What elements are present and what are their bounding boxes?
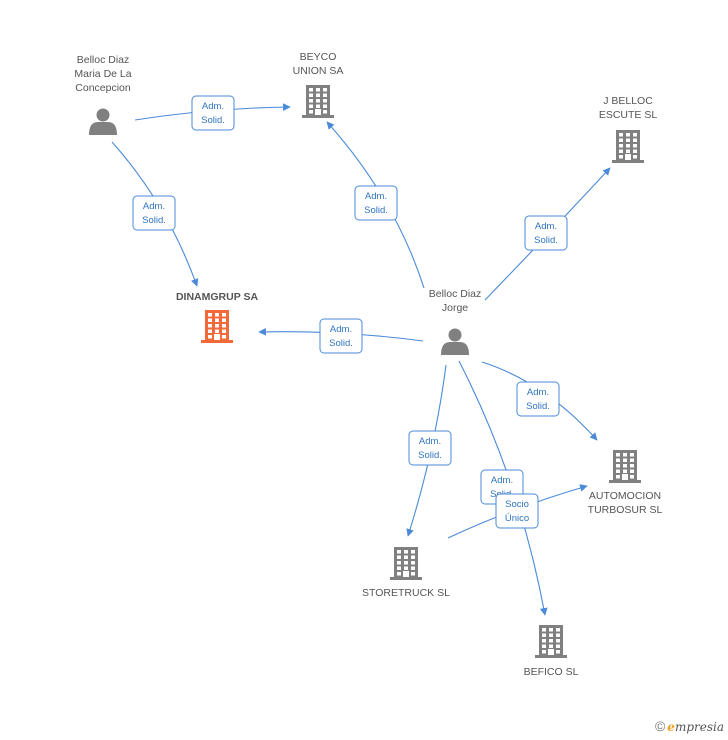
edge-label-box [495,493,539,529]
edge-label-line: Adm. [365,191,387,202]
node-label-line: Belloc Diaz [77,54,130,66]
node-label-line: BEYCO [300,51,337,63]
node-label-line: UNION SA [293,65,344,77]
node-automocion[interactable]: AUTOMOCION TURBOSUR SL [588,450,663,516]
edge-label-belloc-jorge-to-storetruck[interactable]: Adm. Solid. [408,430,452,466]
node-label-line: Jorge [442,302,468,314]
node-dinamgrup[interactable]: DINAMGRUP SA [176,291,258,343]
edge-label-line: Socio [505,499,529,510]
building-icon [612,130,644,163]
node-label-line: Concepcion [75,82,131,94]
building-icon [609,450,641,483]
edge-label-line: Solid. [534,235,558,246]
edge-label-box [191,95,235,131]
edge-label-line: Adm. [330,324,352,335]
person-icon [89,108,117,135]
edge-label-line: Adm. [143,201,165,212]
edge-label-line: Adm. [527,387,549,398]
edge-label-box [408,430,452,466]
node-storetruck[interactable]: STORETRUCK SL [362,547,450,599]
edge-label-line: Solid. [329,338,353,349]
edge-label-line: Solid. [418,450,442,461]
edges-layer [111,103,611,616]
person-icon [441,328,469,355]
edge-labels-layer: Adm. Solid. Adm. Solid. Adm. Solid. Adm. Solid.… [132,95,568,529]
node-label-line: J BELLOC [603,95,653,107]
node-label-line: Maria De La [74,68,131,80]
node-label-line: AUTOMOCION [589,490,661,502]
edge-label-line: Solid. [364,205,388,216]
edge-label-belloc-maria-to-dinamgrup[interactable]: Adm. Solid. [132,195,176,231]
node-befico[interactable]: BEFICO SL [524,625,579,678]
edge-label-line: Solid. [526,401,550,412]
edge-label-line: Adm. [491,475,513,486]
node-beyco[interactable]: BEYCO UNION SA [293,51,344,118]
edge-label-belloc-jorge-to-j-belloc[interactable]: Adm. Solid. [524,215,568,251]
edge-label-box [132,195,176,231]
building-icon [201,310,233,343]
edge-label-box [524,215,568,251]
edge-label-line: Adm. [202,101,224,112]
edge-label-line: Solid. [142,215,166,226]
empresia-watermark: ©empresia [655,718,724,734]
building-icon [302,85,334,118]
node-label-line: STORETRUCK SL [362,587,450,599]
edge-label-line: Adm. [419,436,441,447]
edge-label-box [354,185,398,221]
node-label-line: Belloc Diaz [429,288,482,300]
brand-initial: e [667,720,675,734]
edge-label-belloc-jorge-to-beyco[interactable]: Adm. Solid. [354,185,398,221]
edge-label-line: Adm. [535,221,557,232]
building-icon [390,547,422,580]
node-label-line: TURBOSUR SL [588,504,663,516]
edge-label-line: Único [505,513,529,524]
node-label-line: DINAMGRUP SA [176,291,258,303]
copyright-symbol: © [654,718,666,734]
node-j-belloc[interactable]: J BELLOC ESCUTE SL [599,95,658,163]
edge-label-belloc-jorge-to-automocion[interactable]: Adm. Solid. [516,381,560,417]
brand-name: mpresia [674,720,724,734]
edge-label-box [516,381,560,417]
edge-label-belloc-jorge-to-dinamgrup[interactable]: Adm. Solid. [319,318,363,354]
edge-label-belloc-maria-to-beyco[interactable]: Adm. Solid. [191,95,235,131]
building-icon [535,625,567,658]
edge-label-line: Solid. [201,115,225,126]
edge-label-box [319,318,363,354]
node-label-line: ESCUTE SL [599,109,658,121]
node-label-line: BEFICO SL [524,666,579,678]
